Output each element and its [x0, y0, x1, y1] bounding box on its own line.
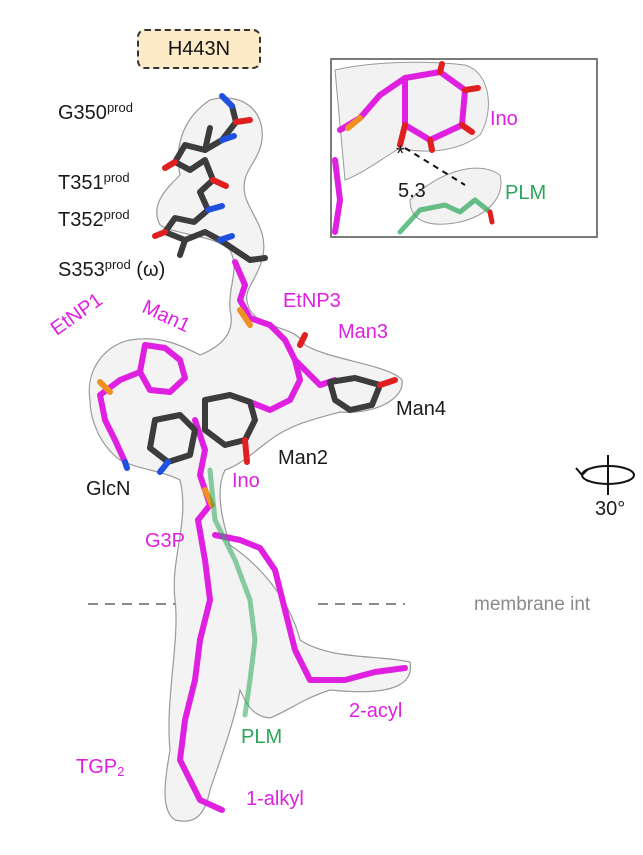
inset-contents — [332, 61, 502, 235]
inset-star: * — [396, 141, 405, 166]
rotation-icon — [575, 455, 635, 495]
label-man4: Man4 — [396, 398, 447, 420]
label-ino: Ino — [232, 470, 260, 492]
oxygens — [122, 332, 398, 475]
label-1-alkyl: 1-alkyl — [246, 788, 304, 810]
mutation-tag: H443N — [137, 29, 261, 69]
label-s353: S353prod (ω) — [58, 257, 166, 281]
rotation-label: 30° — [595, 498, 626, 520]
label-man3: Man3 — [338, 321, 389, 343]
gpi-magenta-sticks — [97, 259, 408, 813]
inset-box — [330, 58, 598, 238]
label-g3p: G3P — [145, 530, 186, 552]
label-etnp3: EtNP3 — [283, 290, 341, 312]
glycan-dark-sticks — [147, 375, 383, 465]
label-t351: T351prod — [58, 170, 130, 194]
distance-dash — [404, 147, 466, 186]
label-plm: PLM — [241, 726, 283, 748]
inset-distance: 5.3 — [398, 180, 426, 202]
inset-label-plm: PLM — [505, 182, 547, 204]
label-glcn: GlcN — [86, 478, 131, 500]
membrane-label: membrane int — [474, 594, 591, 615]
label-tgp2: TGP2 — [76, 756, 125, 779]
plm-lipid-sticks — [207, 467, 258, 718]
peptide-heteroatoms — [152, 93, 253, 243]
label-man2: Man2 — [278, 447, 329, 469]
label-t352: T352prod — [58, 207, 130, 231]
label-2-acyl: 2-acyl — [349, 700, 403, 722]
label-g350: G350prod — [58, 100, 133, 124]
inset-label-ino: Ino — [490, 108, 518, 130]
